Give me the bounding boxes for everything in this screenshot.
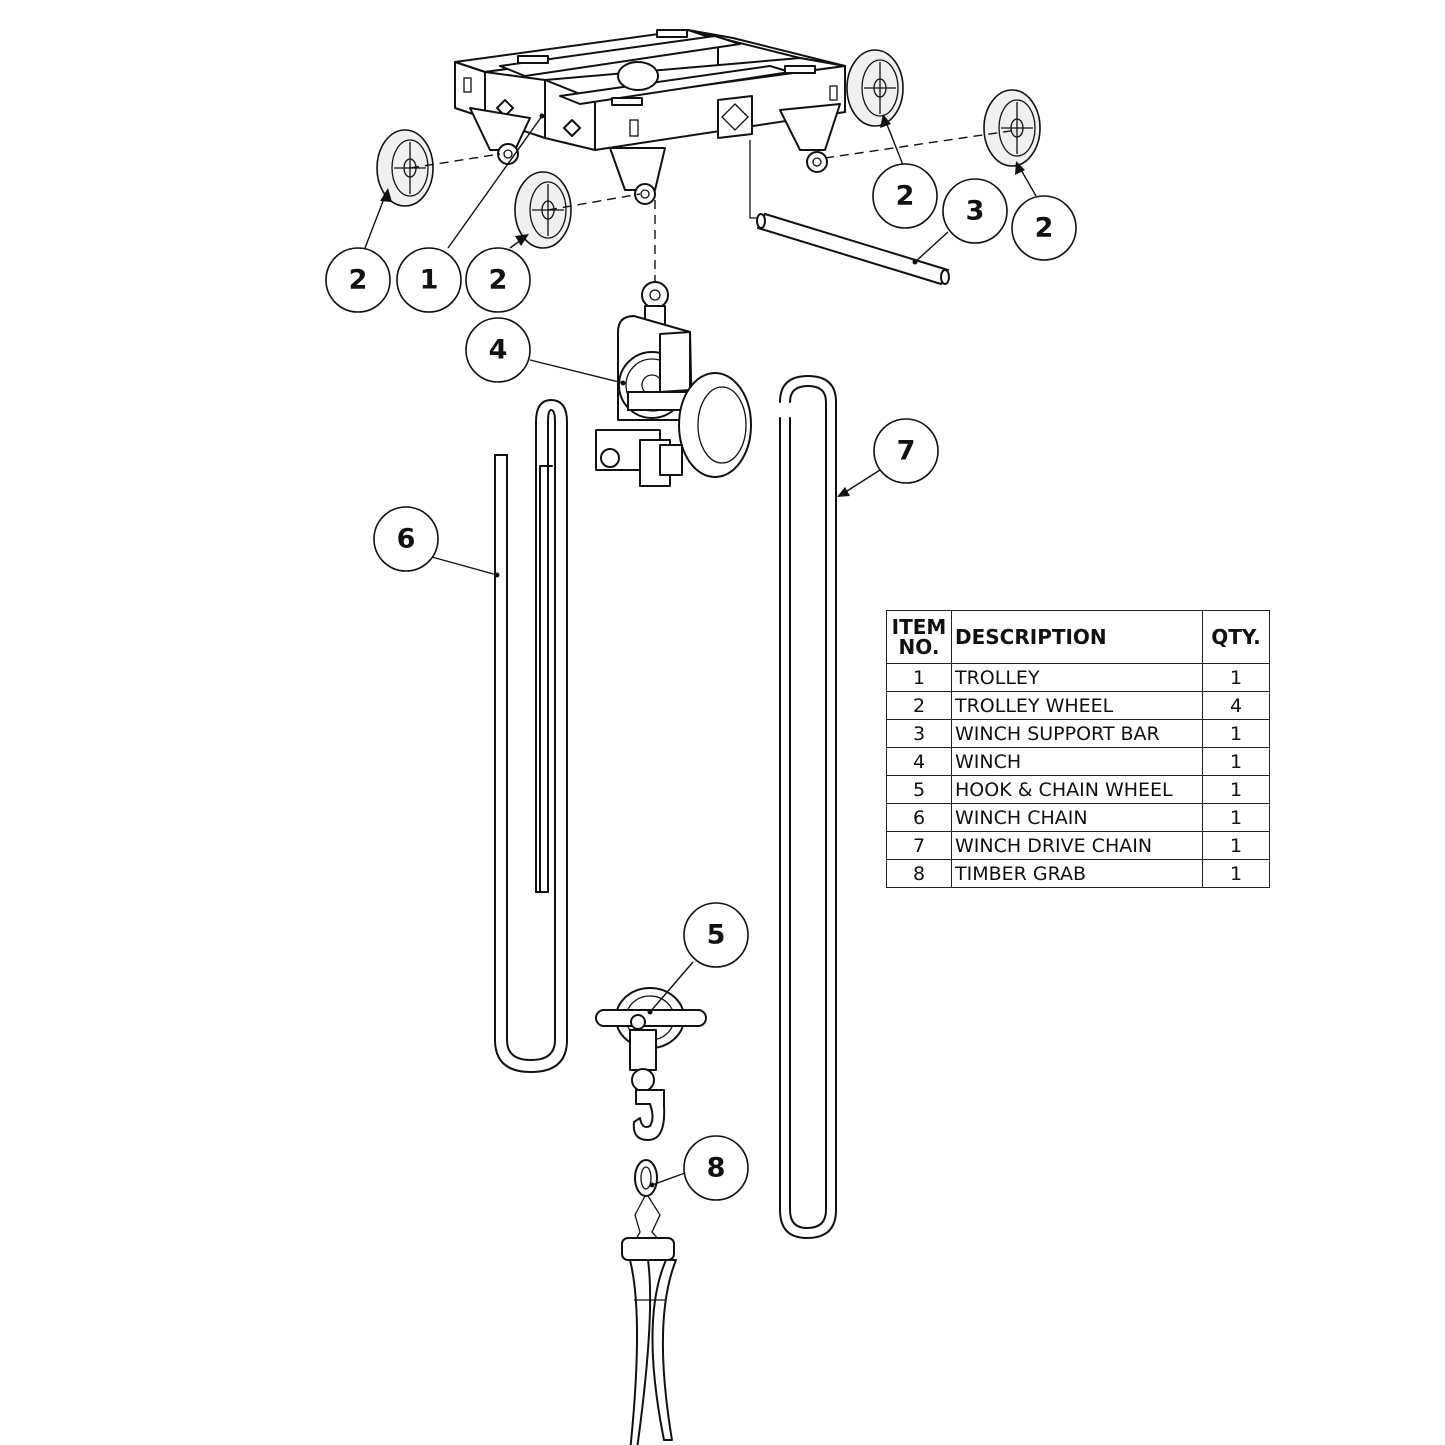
svg-text:8: 8 [707,1153,726,1184]
trolley-wheel-right-lower [983,89,1041,167]
bom-header-row: ITEM NO. DESCRIPTION QTY. [886,610,1270,664]
bom-qty: 1 [1202,747,1270,776]
svg-text:2: 2 [489,265,508,296]
table-row: 8 TIMBER GRAB 1 [886,859,1270,888]
bom-item-no: 3 [886,719,952,748]
bom-description: HOOK & CHAIN WHEEL [951,775,1203,804]
balloon-6: 6 [373,506,439,572]
table-row: 7 WINCH DRIVE CHAIN 1 [886,831,1270,860]
balloon-7: 7 [873,418,939,484]
trolley-wheel-mid [514,171,572,249]
table-row: 1 TROLLEY 1 [886,663,1270,692]
bom-qty: 1 [1202,859,1270,888]
svg-text:1: 1 [420,265,439,296]
winch [595,281,752,487]
bom-description: TIMBER GRAB [951,859,1203,888]
table-row: 2 TROLLEY WHEEL 4 [886,691,1270,720]
table-row: 5 HOOK & CHAIN WHEEL 1 [886,775,1270,804]
bom-header-description: DESCRIPTION [951,610,1203,664]
bom-item-no: 2 [886,691,952,720]
table-row: 3 WINCH SUPPORT BAR 1 [886,719,1270,748]
bom-item-no: 8 [886,859,952,888]
bom-item-no: 4 [886,747,952,776]
svg-text:2: 2 [896,181,915,212]
bom-qty: 1 [1202,831,1270,860]
svg-text:6: 6 [397,524,416,555]
bom-item-no: 5 [886,775,952,804]
winch-chain [494,399,568,1073]
balloon-3: 3 [942,178,1008,244]
svg-text:2: 2 [1035,213,1054,244]
svg-text:5: 5 [707,920,726,951]
table-row: 6 WINCH CHAIN 1 [886,803,1270,832]
bom-qty: 4 [1202,691,1270,720]
winch-drive-chain [779,375,837,1239]
bom-qty: 1 [1202,775,1270,804]
balloon-2-left: 2 [325,247,391,313]
bom-item-no: 7 [886,831,952,860]
bom-header-qty: QTY. [1202,610,1270,664]
svg-text:4: 4 [489,335,508,366]
balloon-2-right-b: 2 [1011,195,1077,261]
hook-and-chain-wheel [595,987,707,1141]
balloon-8: 8 [683,1135,749,1201]
trolley-frame [454,29,846,205]
leader-lines [364,113,1037,1188]
svg-text:7: 7 [897,436,916,467]
bom-description: WINCH SUPPORT BAR [951,719,1203,748]
table-row: 4 WINCH 1 [886,747,1270,776]
svg-text:2: 2 [349,265,368,296]
balloon-1: 1 [396,247,462,313]
winch-support-bar [756,213,950,285]
timber-grab [621,1159,677,1445]
balloon-2-mid: 2 [465,247,531,313]
trolley-wheel-right-upper [846,49,904,127]
balloon-4: 4 [465,317,531,383]
bom-qty: 1 [1202,663,1270,692]
bom-item-no: 6 [886,803,952,832]
balloon-5: 5 [683,902,749,968]
balloon-2-right-a: 2 [872,163,938,229]
bom-qty: 1 [1202,803,1270,832]
bom-qty: 1 [1202,719,1270,748]
bom-item-no: 1 [886,663,952,692]
bom-description: WINCH DRIVE CHAIN [951,831,1203,860]
bill-of-materials-table: ITEM NO. DESCRIPTION QTY. 1 TROLLEY 1 2 … [886,610,1270,888]
bom-description: WINCH CHAIN [951,803,1203,832]
bom-header-item-no: ITEM NO. [886,610,952,664]
bom-description: TROLLEY WHEEL [951,691,1203,720]
svg-text:3: 3 [966,196,985,227]
bom-description: WINCH [951,747,1203,776]
bom-description: TROLLEY [951,663,1203,692]
